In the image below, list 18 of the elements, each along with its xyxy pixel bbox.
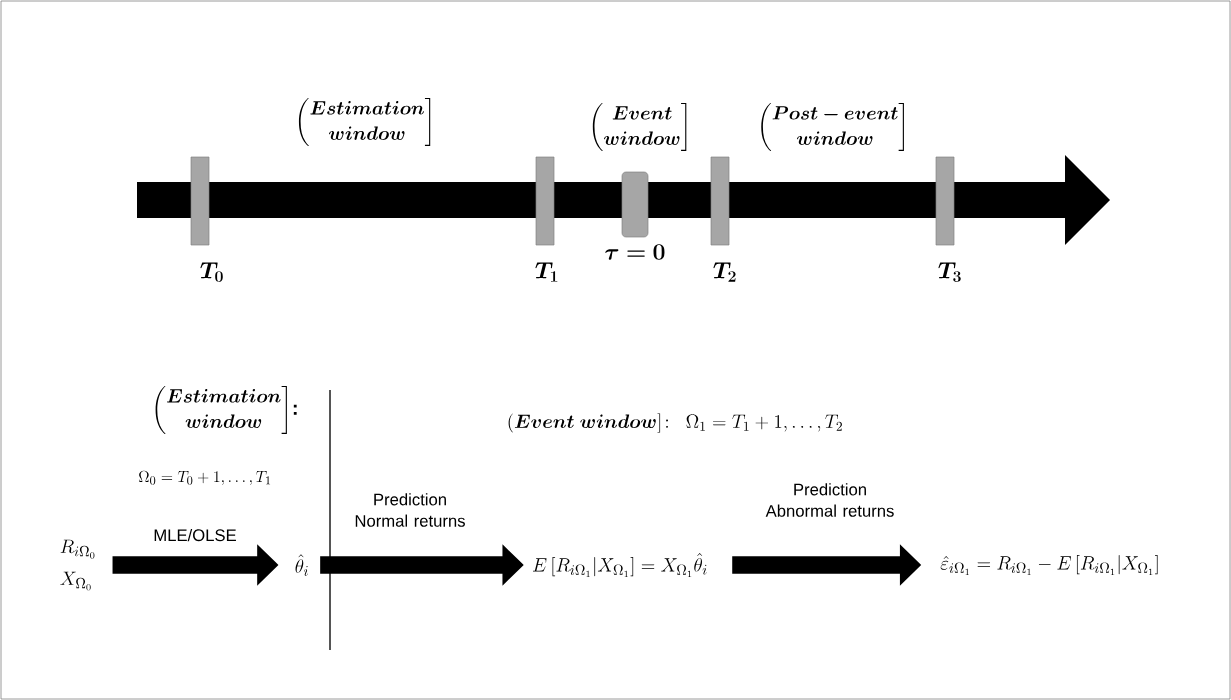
formula: $E\left[R_{i\Omega_1}|X_{\Omega_1}\right]=X_{\Omega_1}\hat{\theta}_i$: [532, 553, 707, 577]
formula: $\hat{\varepsilon}_{i\Omega_1}=R_{i\Omega_1}-E\left[R_{i\Omega_1}|X_{\Omega_1}\right]$: [940, 555, 1158, 575]
time-label: $\boldsymbol{T_3}$: [938, 262, 961, 282]
formula: $\hat{\theta}_i$: [295, 554, 308, 576]
window-label: $\left(\begin{matrix}\boldsymbol{Post-event}\\ \boldsymbol{window}\end{matrix}\right]$: [761, 103, 904, 151]
edge-label: Prediction Abnormal returns: [765, 483, 894, 517]
time-label: $\boldsymbol{T_0}$: [200, 262, 223, 282]
window-label: $\left(\begin{matrix}\boldsymbol{Event}\\ \boldsymbol{window}\end{matrix}\right]$: [592, 103, 687, 151]
formula: $R_{i\Omega_0}$ $X_{\Omega_0}$: [60, 539, 95, 591]
time-label: $\boldsymbol{T_2}$: [713, 262, 736, 282]
window-label: $\left(\begin{matrix}\boldsymbol{Estimation}\\ \boldsymbol{window}\end{matrix}\right]\!\textbf{:}$: [155, 386, 297, 434]
window-label: $\left(\begin{matrix}\boldsymbol{Estimation}\\ \boldsymbol{window}\end{matrix}\right]$: [298, 98, 431, 146]
window-formula: $\left(\boldsymbol{Event\ window}\right]\!:\;\;\Omega_1=T_1+1,\dots,T_2$: [508, 413, 842, 433]
event-time-label: $\boldsymbol{\tau=0}$: [605, 244, 665, 260]
formula: $\Omega_0=T_0+1,\dots,T_1$: [139, 470, 271, 485]
time-label: $\boldsymbol{T_1}$: [535, 262, 558, 282]
edge-label: MLE/OLSE: [154, 528, 236, 542]
edge-label: Prediction Normal returns: [355, 493, 465, 527]
